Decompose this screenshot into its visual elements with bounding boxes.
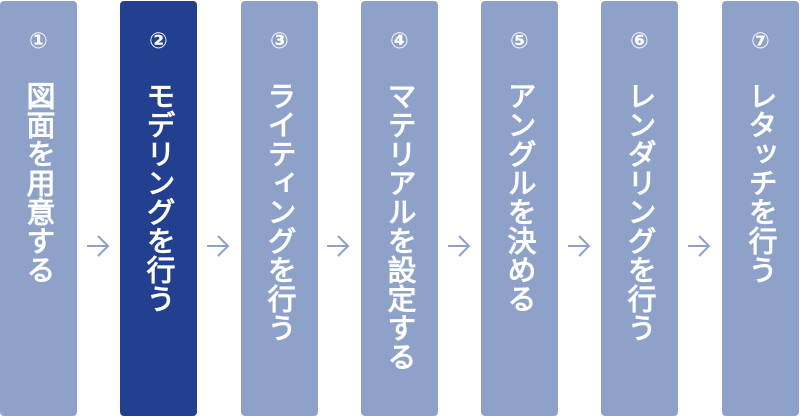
- arrow-right-icon: [448, 235, 471, 257]
- step-number: ③: [270, 29, 289, 54]
- step-label: レンダリングを行う: [623, 81, 657, 342]
- step-label-wrap: マテリアルを設定する: [361, 81, 438, 371]
- step-7: ⑦ レタッチを行う: [722, 1, 799, 416]
- step-label: 図面を用意する: [22, 81, 56, 284]
- step-2: ② モデリングを行う: [120, 1, 197, 416]
- step-5: ⑤ アングルを決める: [481, 1, 558, 416]
- step-label: モデリングを行う: [142, 81, 176, 313]
- step-label: アングルを決める: [503, 81, 537, 313]
- arrow-right-icon: [87, 235, 110, 257]
- step-1: ① 図面を用意する: [0, 1, 77, 416]
- arrow-right-icon: [568, 235, 591, 257]
- step-number: ⑥: [630, 29, 649, 54]
- step-label-wrap: ライティングを行う: [241, 81, 318, 342]
- step-number: ①: [29, 29, 48, 54]
- step-label-wrap: レンダリングを行う: [601, 81, 678, 342]
- step-label: ライティングを行う: [263, 81, 297, 342]
- step-6: ⑥ レンダリングを行う: [601, 1, 678, 416]
- arrow-right-icon: [688, 235, 711, 257]
- step-number: ②: [149, 29, 168, 54]
- step-label-wrap: レタッチを行う: [722, 81, 799, 284]
- step-4: ④ マテリアルを設定する: [361, 1, 438, 416]
- step-label: マテリアルを設定する: [383, 81, 417, 371]
- step-label-wrap: アングルを決める: [481, 81, 558, 313]
- step-3: ③ ライティングを行う: [241, 1, 318, 416]
- arrow-right-icon: [327, 235, 350, 257]
- arrow-right-icon: [207, 235, 230, 257]
- step-label-wrap: 図面を用意する: [0, 81, 77, 284]
- step-label: レタッチを行う: [744, 81, 778, 284]
- step-number: ⑦: [751, 29, 770, 54]
- step-number: ⑤: [510, 29, 529, 54]
- step-label-wrap: モデリングを行う: [120, 81, 197, 313]
- step-number: ④: [390, 29, 409, 54]
